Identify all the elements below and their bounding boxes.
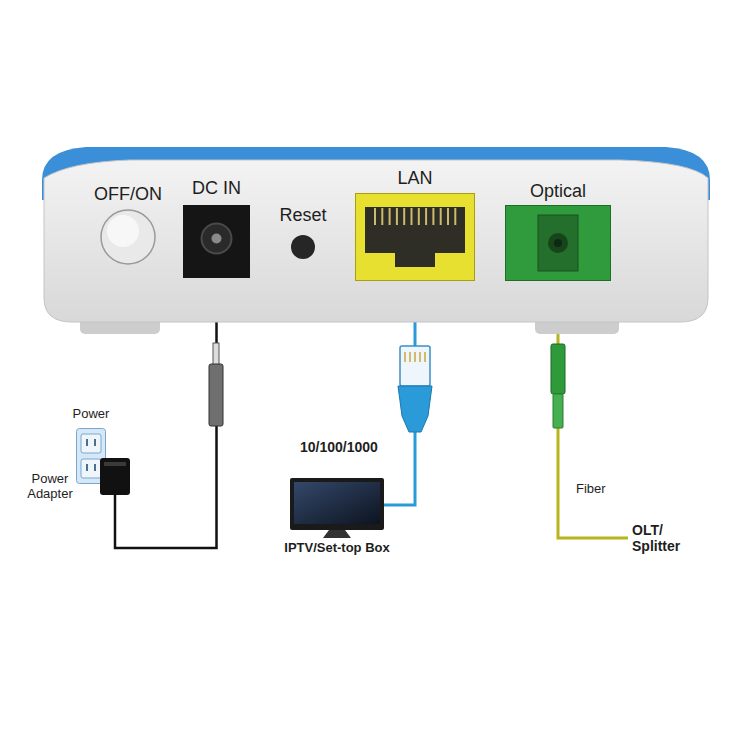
endpoint-label: OLT/ Splitter (628, 522, 694, 554)
olt-splitter: OLT/ Splitter (628, 522, 694, 554)
part-label: OFF/ON (94, 184, 162, 205)
part-label: Optical (530, 181, 586, 202)
reset-button: Reset (290, 234, 316, 260)
part-label: Power (73, 407, 110, 422)
power-switch: OFF/ON (100, 209, 156, 265)
power-adapter: Power Adapter (100, 458, 130, 495)
reset-graphic (290, 234, 316, 260)
optical-port: Optical (505, 205, 611, 281)
cable-label: 10/100/1000 (300, 439, 378, 455)
lan-port: LAN (355, 193, 475, 281)
dc-jack: DC IN (183, 205, 250, 278)
part-label: Power Adapter (20, 472, 80, 502)
dc-plug (209, 343, 223, 426)
tv-set: IPTV/Set-top Box (290, 478, 384, 532)
dc-graphic (183, 205, 250, 278)
part-label: Reset (279, 205, 326, 226)
sc-fiber-plug (551, 344, 565, 428)
rj45-plug (398, 346, 432, 432)
device-housing (42, 147, 710, 334)
button-graphic (100, 209, 156, 265)
adapter-graphic (100, 458, 130, 495)
lan-graphic (355, 193, 475, 281)
optical-graphic (505, 205, 611, 281)
tv-graphic (290, 478, 384, 532)
device-face (44, 160, 708, 322)
cable-label: Fiber (576, 482, 606, 497)
part-label: IPTV/Set-top Box (284, 541, 389, 556)
part-label: LAN (397, 168, 432, 189)
part-label: DC IN (192, 178, 241, 199)
